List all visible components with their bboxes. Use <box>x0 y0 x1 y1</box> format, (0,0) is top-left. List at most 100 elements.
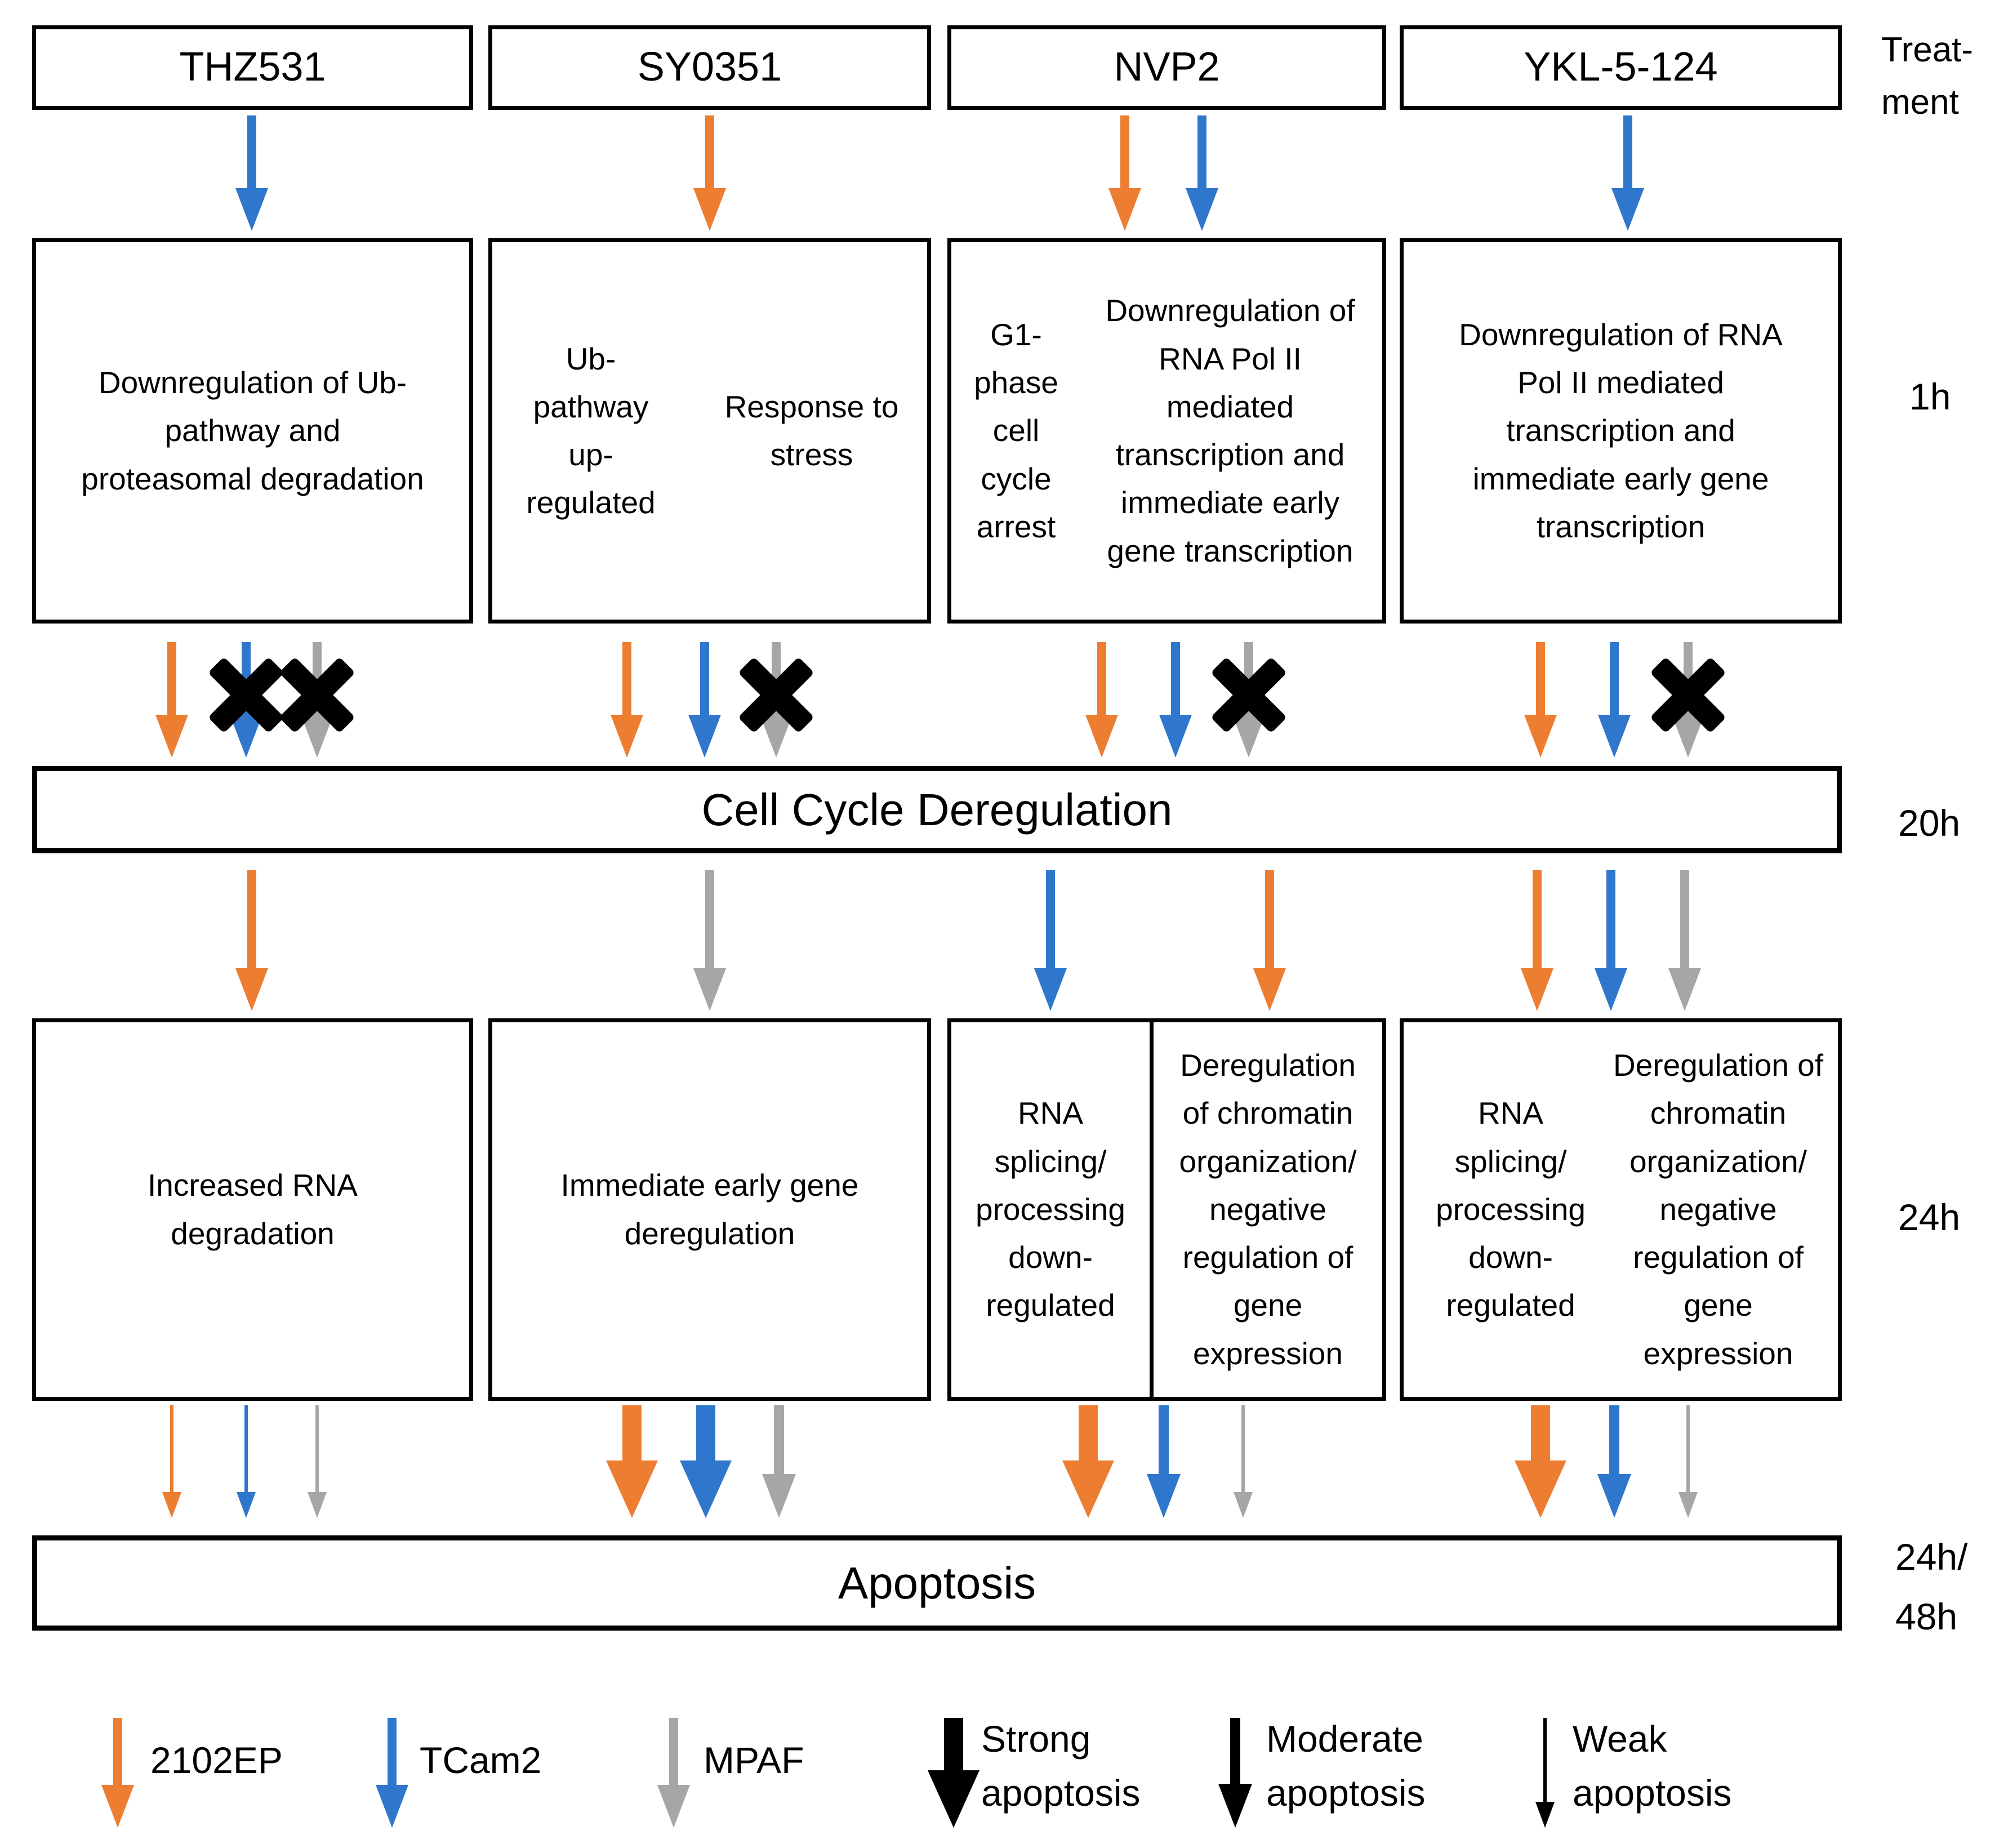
arrow-shaft <box>705 870 714 968</box>
arrow-2102ep-thz531-apoptosis-weak <box>162 1405 181 1518</box>
arrow-shaft <box>1171 642 1180 715</box>
arrow-2102ep-thz531-row2 <box>235 870 268 1011</box>
arrow-shaft <box>1533 870 1542 968</box>
arrow-shaft <box>705 115 714 188</box>
arrow-head <box>376 1785 408 1828</box>
arrow-2102ep-ykl-cellcycle <box>1524 642 1557 758</box>
arrow-shaft <box>622 642 631 715</box>
arrow-shaft <box>170 1405 173 1492</box>
arrow-head <box>1234 1492 1253 1518</box>
arrow-head <box>1524 715 1557 758</box>
cross-icon <box>212 661 280 729</box>
arrow-head <box>308 1492 327 1518</box>
arrow-shaft <box>1606 870 1615 968</box>
arrow-shaft <box>167 642 176 715</box>
arrow-shaft <box>700 642 709 715</box>
arrow-shaft <box>247 115 256 188</box>
bar-label: Cell Cycle Deregulation <box>701 784 1173 835</box>
arrow-mpaf-thz531-cellcycle-blocked <box>301 642 333 758</box>
arrow-head <box>155 715 188 758</box>
effect-text: Deregulation of chromatin organization/ … <box>1613 1048 1824 1371</box>
arrow-shaft <box>622 1405 642 1460</box>
timeline-label-20h: 20h <box>1898 802 1961 844</box>
arrow-shaft <box>113 1718 122 1785</box>
arrow-tcam2-sy0351-apoptosis-strong <box>680 1405 732 1518</box>
arrow-2102ep-ykl-row2 <box>1521 870 1553 1011</box>
arrow-tcam2-sy0351-cellcycle <box>688 642 721 758</box>
arrow-mpaf-sy0351-cellcycle-blocked <box>760 642 792 758</box>
cross-icon <box>1215 661 1283 729</box>
arrow-shaft <box>247 870 256 968</box>
arrow-shaft <box>1120 115 1129 188</box>
effect-box-nvp2-splicing-24h: RNA splicing/ processing down-regulated <box>947 1018 1154 1401</box>
legend-label-2102ep: 2102EP <box>150 1739 283 1781</box>
arrow-head <box>235 188 268 231</box>
arrow-mpaf-thz531-apoptosis-weak <box>308 1405 327 1518</box>
arrow-shaft <box>1230 1718 1240 1784</box>
timeline-label-24h-48h: 24h/ 48h <box>1895 1528 1967 1646</box>
arrow-shaft <box>1686 1405 1690 1492</box>
arrow-tcam2-ykl <box>1611 115 1644 231</box>
timeline-label-1h: 1h <box>1909 376 1951 417</box>
effect-text: Response to stress <box>724 389 899 472</box>
arrow-shaft <box>388 1718 397 1785</box>
arrow-mpaf-ykl-cellcycle-blocked <box>1672 642 1704 758</box>
legend-label-moderate-apoptosis: Moderate apoptosis <box>1266 1718 1426 1814</box>
treatment-label: YKL-5-124 <box>1524 44 1718 90</box>
effect-box-thz531-1h: Downregulation of Ub-pathway and proteas… <box>32 238 473 624</box>
arrow-2102ep-nvp2 <box>1108 115 1141 231</box>
legend-arrow-mpaf <box>657 1718 690 1828</box>
arrow-tcam2-thz531-apoptosis-weak <box>237 1405 256 1518</box>
arrow-head <box>606 1460 658 1518</box>
arrow-head <box>1521 968 1553 1011</box>
arrow-head <box>1611 188 1644 231</box>
arrow-mpaf-sy0351-row2 <box>693 870 726 1011</box>
arrow-head <box>611 715 643 758</box>
arrow-shaft <box>1536 642 1545 715</box>
treatment-label: NVP2 <box>1114 44 1220 90</box>
arrow-head <box>1186 188 1218 231</box>
arrow-head <box>693 968 726 1011</box>
arrow-head <box>1597 1474 1631 1518</box>
arrow-head <box>1678 1492 1698 1518</box>
arrow-head <box>680 1460 732 1518</box>
arrow-head <box>1598 715 1631 758</box>
treatment-box-thz531: THZ531 <box>32 25 473 110</box>
timeline-label-line: ment <box>1881 83 1959 122</box>
effect-box-sy0351-1h: Ub-pathway up-regulated Response to stre… <box>488 238 931 624</box>
arrow-shaft <box>1079 1405 1098 1460</box>
effect-text: Increased RNA degradation <box>148 1168 358 1251</box>
legend-arrow-tcam2 <box>376 1718 408 1828</box>
arrow-mpaf-nvp2-cellcycle-blocked <box>1232 642 1265 758</box>
arrow-head <box>1085 715 1118 758</box>
arrow-tcam2-nvp2-row2 <box>1034 870 1067 1011</box>
legend-arrow-2102ep <box>101 1718 134 1828</box>
arrow-2102ep-sy0351 <box>693 115 726 231</box>
legend-label-tcam2: TCam2 <box>420 1739 542 1781</box>
arrow-2102ep-nvp2-apoptosis-strong <box>1062 1405 1114 1518</box>
arrow-shaft <box>944 1718 963 1770</box>
effect-text: RNA splicing/ processing down-regulated <box>976 1096 1125 1323</box>
arrow-shaft <box>1609 1405 1619 1474</box>
arrow-tcam2-ykl-apoptosis-moderate <box>1597 1405 1631 1518</box>
arrow-head <box>657 1785 690 1828</box>
arrow-mpaf-ykl-apoptosis-weak <box>1678 1405 1698 1518</box>
legend-arrow-strong-apoptosis <box>928 1718 979 1828</box>
arrow-head <box>1062 1460 1114 1518</box>
arrow-shaft <box>669 1718 678 1785</box>
legend-label-mpaf: MPAF <box>704 1739 804 1781</box>
legend-label-strong-apoptosis: Strong apoptosis <box>981 1718 1141 1814</box>
arrow-head <box>928 1770 979 1828</box>
legend-label-weak-apoptosis: Weak apoptosis <box>1573 1718 1732 1814</box>
effect-text: Ub-pathway up-regulated <box>526 341 656 520</box>
arrow-head <box>1108 188 1141 231</box>
treatment-box-nvp2: NVP2 <box>947 25 1386 110</box>
arrow-tcam2-thz531-cellcycle-blocked <box>230 642 262 758</box>
arrow-shaft <box>1046 870 1055 968</box>
effect-box-nvp2-chromatin-24h: Deregulation of chromatin organization/ … <box>1150 1018 1386 1401</box>
timeline-label-line: Treat- <box>1881 30 1974 69</box>
timeline-label-treatment: Treat- ment <box>1881 24 1973 128</box>
arrow-shaft <box>1097 642 1106 715</box>
cross-icon <box>742 661 810 729</box>
